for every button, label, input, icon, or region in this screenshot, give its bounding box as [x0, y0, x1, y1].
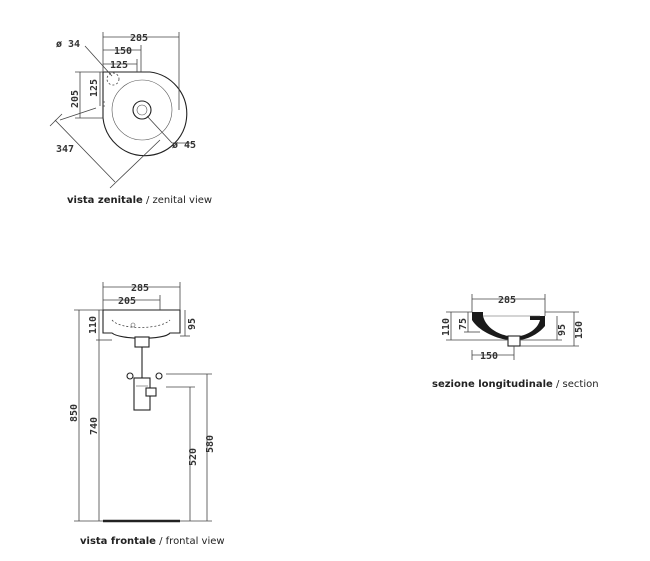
section-caption-normal: section [562, 379, 599, 390]
frontal-pipe-hole-right [155, 372, 163, 380]
frontal-dim-110: 110 [88, 316, 99, 334]
zenital-drain [132, 100, 152, 120]
frontal-trap-outlet [145, 387, 157, 397]
section-caption-bold: sezione longitudinale [432, 379, 553, 390]
section-view: 285 110 75 95 150 150 [441, 294, 585, 362]
section-dim-base-150: 150 [480, 351, 498, 362]
frontal-sink-body [102, 309, 181, 339]
frontal-dim-205: 205 [118, 296, 136, 307]
frontal-view-caption: vista frontale / frontal view [80, 536, 225, 547]
zenital-tap-hole [106, 72, 120, 86]
frontal-dim-850: 850 [69, 404, 80, 422]
frontal-basin-dash [111, 319, 171, 328]
section-dim-110: 110 [441, 318, 452, 336]
section-caption-sep: / [552, 379, 563, 390]
frontal-pipe-hole-left [126, 372, 134, 380]
frontal-dim-285: 285 [131, 283, 149, 294]
section-dim-150: 150 [574, 321, 585, 339]
frontal-dim-580: 580 [205, 435, 216, 453]
frontal-view: 285 205 110 95 850 740 520 580 [69, 282, 216, 523]
section-dim-285: 285 [498, 295, 516, 306]
frontal-drain-neck [134, 336, 150, 348]
zenital-dim-125: 125 [110, 60, 128, 71]
zenital-basin-inner [111, 79, 173, 141]
zenital-dim-205: 205 [70, 90, 81, 108]
zenital-dim-285: 285 [130, 33, 148, 44]
zenital-dim-150: 150 [114, 46, 132, 57]
frontal-dim-520: 520 [188, 448, 199, 466]
frontal-caption-sep: / [155, 536, 166, 547]
frontal-caption-bold: vista frontale [80, 536, 156, 547]
section-dim-75: 75 [458, 318, 469, 330]
zenital-view-caption: vista zenitale / zenital view [67, 195, 212, 206]
frontal-caption-normal: frontal view [165, 536, 225, 547]
zenital-caption-normal: zenital view [152, 195, 213, 206]
zenital-view: 285 150 125 205 125 347 ø 34 ø 45 [49, 32, 196, 189]
section-wall-right [520, 316, 545, 340]
zenital-drain-core [136, 104, 148, 116]
zenital-dim-125-vertical: 125 [89, 79, 100, 97]
zenital-caption-bold: vista zenitale [67, 195, 143, 206]
section-drain [507, 335, 521, 347]
zenital-dim-hole-34: ø 34 [56, 39, 80, 50]
zenital-dim-drain-45: ø 45 [172, 140, 196, 151]
frontal-dim-95: 95 [187, 318, 198, 330]
zenital-caption-sep: / [142, 195, 153, 206]
frontal-tap-hole [130, 322, 136, 328]
frontal-dim-740: 740 [89, 417, 100, 435]
zenital-dim-347: 347 [56, 144, 74, 155]
section-dim-95: 95 [557, 324, 568, 336]
section-view-caption: sezione longitudinale / section [432, 379, 599, 390]
zenital-small-dashes [103, 101, 107, 107]
section-wall-left [472, 312, 508, 340]
